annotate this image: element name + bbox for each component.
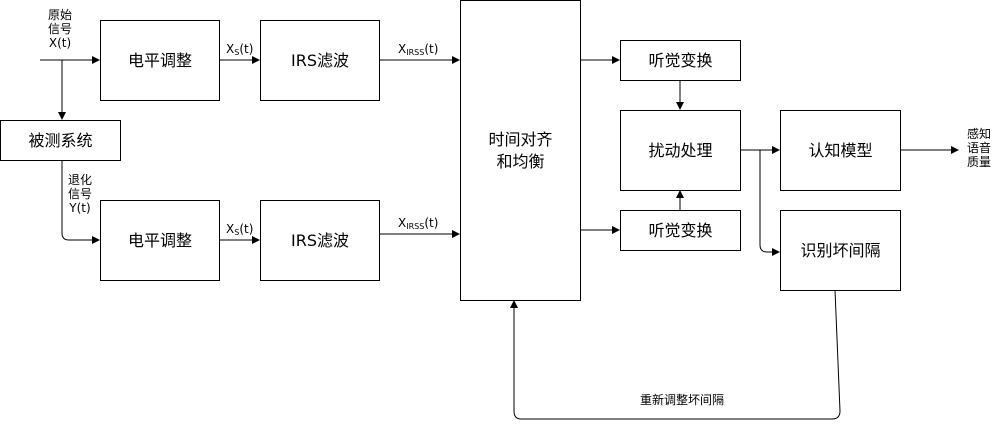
time-align-equalize-block: 时间对齐 和均衡 [460, 0, 581, 301]
irs-filter-bottom-block: IRS滤波 [260, 200, 380, 281]
feedback-label: 重新调整坏间隔 [640, 393, 725, 407]
system-under-test-block: 被测系统 [0, 120, 121, 161]
auditory-transform-bottom-block: 听觉变换 [620, 210, 741, 251]
level-adjust-bottom-block: 电平调整 [100, 200, 220, 281]
original-signal-label: 原始 信号 X(t) [47, 8, 72, 50]
auditory-transform-top-block: 听觉变换 [620, 40, 741, 81]
disturbance-processing-block: 扰动处理 [620, 110, 741, 191]
arrow-disturbance-to-identify [759, 150, 780, 256]
xirss-label-bottom: XIRSS(t) [398, 216, 439, 231]
xs-label-bottom: XS(t) [226, 222, 254, 237]
degraded-signal-label: 退化 信号 Y(t) [67, 173, 92, 215]
irs-filter-top-block: IRS滤波 [260, 20, 380, 101]
arrow-feedback-loop [510, 289, 841, 420]
arrow-system-to-level-bottom [61, 161, 100, 244]
xirss-label-top: XIRSS(t) [398, 42, 439, 57]
level-adjust-top-block: 电平调整 [100, 20, 220, 101]
xs-label-top: XS(t) [226, 42, 254, 57]
cognitive-model-block: 认知模型 [780, 110, 901, 191]
identify-bad-interval-block: 识别坏间隔 [780, 210, 901, 291]
output-label: 感知 语音 质量 [966, 127, 991, 169]
